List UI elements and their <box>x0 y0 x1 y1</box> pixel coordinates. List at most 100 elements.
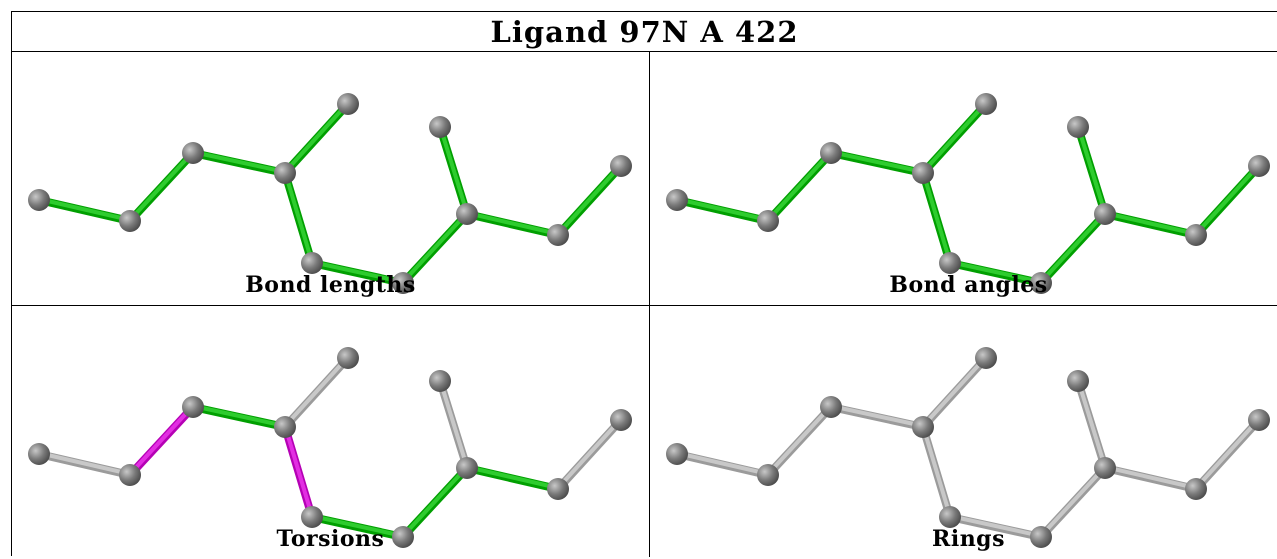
atom <box>975 93 997 115</box>
bond-highlight <box>438 124 469 215</box>
bond-highlight <box>191 150 287 174</box>
atom <box>547 224 569 246</box>
caption-bond-lengths: Bond lengths <box>245 272 416 298</box>
bond-highlight <box>37 197 132 222</box>
atom <box>1185 478 1207 500</box>
atom <box>939 506 961 528</box>
atom <box>182 142 204 164</box>
panel-torsions: Torsions <box>12 306 649 559</box>
panel-bond-lengths: Bond lengths <box>12 52 649 305</box>
atom <box>429 116 451 138</box>
atom <box>1185 224 1207 246</box>
atom <box>456 457 478 479</box>
bond-highlight <box>766 150 833 222</box>
atom <box>1094 457 1116 479</box>
atom <box>182 396 204 418</box>
atom <box>912 162 934 184</box>
atom <box>1067 116 1089 138</box>
atom <box>392 526 414 548</box>
bond-highlight <box>401 211 469 284</box>
bond-highlight <box>829 404 925 428</box>
atom <box>610 409 632 431</box>
bond-highlight <box>675 197 770 222</box>
title-row: Ligand 97N A 422 <box>12 12 1277 52</box>
atom <box>757 464 779 486</box>
bond-highlight <box>766 404 833 476</box>
bond-highlight <box>465 211 560 236</box>
atom <box>337 93 359 115</box>
bond-highlight <box>921 101 988 174</box>
atom <box>939 252 961 274</box>
atom <box>1067 370 1089 392</box>
atom <box>301 252 323 274</box>
atom <box>28 443 50 465</box>
panel-bond-angles: Bond angles <box>650 52 1277 305</box>
bond-highlight <box>921 355 988 428</box>
molecule-torsions <box>28 347 632 548</box>
bond-highlight <box>1076 378 1107 469</box>
bond-highlight <box>438 378 469 469</box>
bond-highlight <box>1039 211 1107 284</box>
atom <box>301 506 323 528</box>
bond-highlight <box>1103 465 1198 490</box>
bond-highlight <box>556 163 623 236</box>
caption-rings: Rings <box>932 526 1005 552</box>
bond-highlight <box>675 451 770 476</box>
atom <box>666 189 688 211</box>
bond-highlight <box>465 465 560 490</box>
bond-highlight <box>401 465 469 538</box>
molecule-rings <box>666 347 1270 548</box>
atom <box>820 396 842 418</box>
bond-highlight <box>948 514 1043 538</box>
atom <box>337 347 359 369</box>
atom <box>610 155 632 177</box>
atom <box>666 443 688 465</box>
bond-highlight <box>128 150 195 222</box>
bond-highlight <box>1076 124 1107 215</box>
validation-table: Ligand 97N A 422 Bond lengths Bond angle… <box>11 11 1277 559</box>
bond-highlight <box>921 170 952 264</box>
ligand-title: Ligand 97N A 422 <box>490 14 799 49</box>
vertical-divider <box>649 52 650 557</box>
bond-highlight <box>948 260 1043 284</box>
atom <box>1030 272 1052 294</box>
bond-highlight <box>921 424 952 518</box>
atom <box>912 416 934 438</box>
bond-highlight <box>1194 163 1261 236</box>
horizontal-divider <box>12 305 1277 306</box>
bond-highlight <box>556 417 623 490</box>
bond-highlight <box>283 101 350 174</box>
caption-torsions: Torsions <box>276 526 385 552</box>
atom <box>119 464 141 486</box>
bond-highlight <box>283 424 314 518</box>
molecule-bond-angles <box>666 93 1270 294</box>
bond-highlight <box>1039 465 1107 538</box>
atom <box>28 189 50 211</box>
atom <box>975 347 997 369</box>
atom <box>1248 155 1270 177</box>
bond-highlight <box>128 404 195 476</box>
atom <box>547 478 569 500</box>
atom <box>274 416 296 438</box>
bond-highlight <box>310 260 405 284</box>
bond-highlight <box>829 150 925 174</box>
bond-highlight <box>310 514 405 538</box>
atom <box>1094 203 1116 225</box>
molecule-bond-lengths <box>28 93 632 294</box>
atom <box>119 210 141 232</box>
atom <box>274 162 296 184</box>
bond-highlight <box>283 170 314 264</box>
atom <box>820 142 842 164</box>
panel-rings: Rings <box>650 306 1277 559</box>
bond-highlight <box>1194 417 1261 490</box>
atom <box>392 272 414 294</box>
bond-highlight <box>1103 211 1198 236</box>
bond-highlight <box>191 404 287 428</box>
atom <box>1248 409 1270 431</box>
atom <box>757 210 779 232</box>
atom <box>1030 526 1052 548</box>
atom <box>429 370 451 392</box>
bond-highlight <box>37 451 132 476</box>
atom <box>456 203 478 225</box>
caption-bond-angles: Bond angles <box>889 272 1048 298</box>
